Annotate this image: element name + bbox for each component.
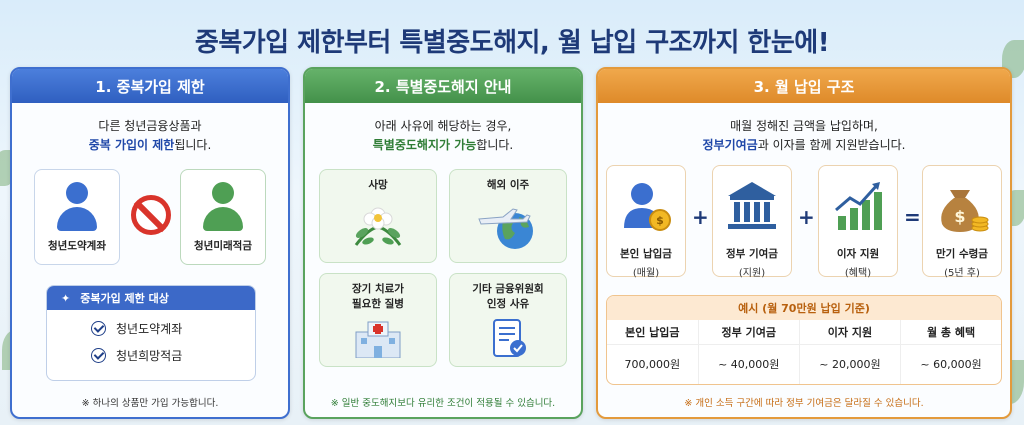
account-comparison: 청년도약계좌 청년미래적금	[12, 169, 288, 269]
account-label: 청년미래적금	[194, 240, 252, 252]
hospital-icon	[355, 321, 401, 359]
card-sub: (5년 후)	[944, 268, 980, 279]
account-card-youth-future: 청년미래적금	[180, 169, 266, 265]
panel-duplicate-restriction: 1. 중복가입 제한 다른 청년금융상품과 중복 가입이 제한됩니다. 청년도약…	[10, 67, 290, 419]
panel-header: 1. 중복가입 제한	[12, 69, 288, 103]
reason-label: 해외 이주	[486, 179, 530, 191]
card-name: 정부 기여금	[726, 248, 778, 260]
svg-text:$: $	[954, 207, 965, 226]
target-box-header: ✦ 중복가입 제한 대상	[47, 286, 255, 310]
prohibited-icon	[131, 195, 171, 235]
panel-header: 2. 특별중도해지 안내	[305, 69, 581, 103]
panel-note: ※ 하나의 상품만 가입 가능합니다.	[81, 398, 219, 409]
panel-header: 3. 월 납입 구조	[598, 69, 1010, 103]
panel-monthly-payment: 3. 월 납입 구조 매월 정해진 금액을 납입하며, 정부기여금과 이자를 함…	[596, 67, 1012, 419]
table-header-cell: 이자 지원	[799, 320, 902, 345]
table-header-row: 본인 납입금 정부 기여금 이자 지원 월 총 혜택	[607, 320, 1001, 345]
card-gov-contribution: 정부 기여금 (지원)	[712, 165, 792, 279]
money-bag-icon: $	[941, 190, 989, 232]
check-circle-icon	[91, 321, 106, 336]
panel-note: ※ 개인 소득 구간에 따라 정부 기여금은 달라질 수 있습니다.	[684, 398, 924, 409]
card-sub: (매월)	[632, 268, 660, 279]
plane-globe-icon	[478, 208, 533, 249]
equals-operator: =	[904, 205, 921, 229]
reason-card-death: 사망	[319, 169, 437, 263]
card-maturity-amount: $ 만기 수령금 (5년 후)	[922, 165, 1002, 279]
target-item: 청년도약계좌	[91, 320, 255, 337]
panel-intro: 아래 사유에 해당하는 경우, 특별중도해지가 가능합니다.	[372, 119, 514, 152]
table-row: 700,000원 ~ 40,000원 ~ 20,000원 ~ 60,000원	[607, 344, 1001, 384]
card-name: 이자 지원	[836, 248, 880, 260]
account-card-youth-leap: 청년도약계좌	[34, 169, 120, 265]
page-title: 중복가입 제한부터 특별중도해지, 월 납입 구조까지 한눈에!	[194, 28, 830, 58]
reason-grid: 사망 해외 이주 장기 치료	[319, 169, 567, 367]
target-item: 청년희망적금	[91, 347, 255, 364]
person-coin-icon: $	[624, 183, 671, 231]
person-icon	[57, 182, 97, 232]
card-name: 본인 납입금	[620, 248, 672, 260]
plus-operator: +	[798, 205, 815, 229]
flower-icon	[354, 207, 402, 246]
card-own-payment: $ 본인 납입금 (매월)	[606, 165, 686, 279]
panel-intro: 매월 정해진 금액을 납입하며, 정부기여금과 이자를 함께 지원받습니다.	[702, 119, 906, 152]
card-interest-support: 이자 지원 (혜택)	[818, 165, 898, 279]
panel-note: ※ 일반 중도해지보다 유리한 조건이 적용될 수 있습니다.	[330, 398, 556, 409]
document-check-icon	[493, 319, 526, 357]
sparkle-icon: ✦	[61, 291, 71, 305]
table-cell: ~ 60,000원	[920, 358, 982, 372]
table-header-cell: 본인 납입금	[607, 320, 699, 345]
growth-chart-icon	[835, 182, 882, 230]
restriction-target-box: ✦ 중복가입 제한 대상 청년도약계좌 청년희망적금	[46, 285, 256, 381]
example-title: 예시 (월 70만원 납입 기준)	[607, 296, 1001, 320]
svg-text:$: $	[656, 214, 664, 227]
plus-operator: +	[692, 205, 709, 229]
table-cell: ~ 20,000원	[799, 344, 902, 384]
table-header-cell: 월 총 혜택	[900, 320, 1001, 345]
check-circle-icon	[91, 348, 106, 363]
card-sub: (지원)	[738, 268, 766, 279]
table-cell: 700,000원	[607, 344, 699, 384]
example-table-box: 예시 (월 70만원 납입 기준) 본인 납입금 정부 기여금 이자 지원 월 …	[606, 295, 1002, 385]
card-sub: (혜택)	[844, 268, 872, 279]
table-header-cell: 정부 기여금	[698, 320, 800, 345]
reason-card-emigration: 해외 이주	[449, 169, 567, 263]
person-icon	[203, 182, 243, 232]
panel-special-termination: 2. 특별중도해지 안내 아래 사유에 해당하는 경우, 특별중도해지가 가능합…	[303, 67, 583, 419]
table-cell: ~ 40,000원	[698, 344, 800, 384]
account-label: 청년도약계좌	[48, 240, 106, 252]
example-table: 본인 납입금 정부 기여금 이자 지원 월 총 혜택 700,000원 ~ 40…	[607, 320, 1001, 384]
payment-formula: $ 본인 납입금 (매월) + 정부 기여금 (지원) +	[606, 165, 1002, 279]
panel-intro: 다른 청년금융상품과 중복 가입이 제한됩니다.	[88, 119, 212, 152]
card-name: 만기 수령금	[936, 248, 988, 260]
reason-label: 사망	[368, 179, 388, 191]
bank-icon	[728, 182, 776, 229]
